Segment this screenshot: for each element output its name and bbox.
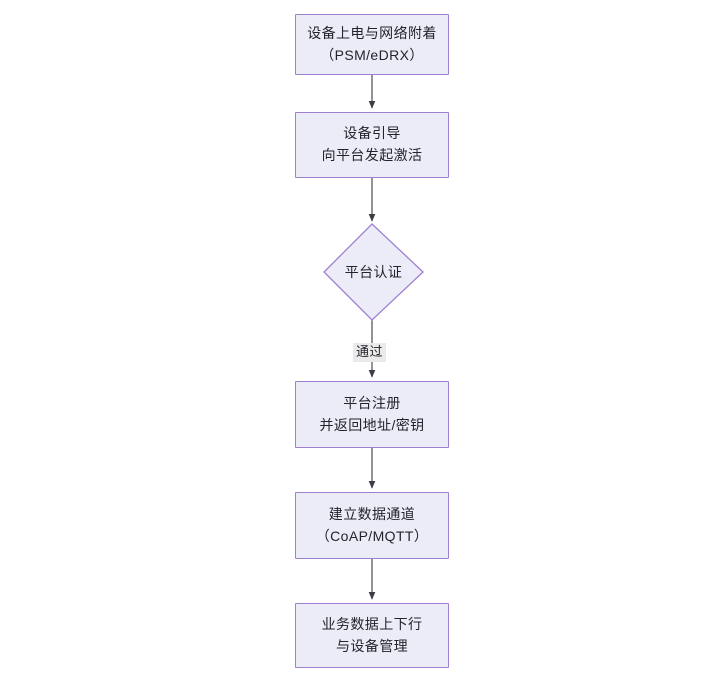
process-node-bootstrap-line-2: 向平台发起激活 — [321, 147, 423, 163]
decision-node-auth-shape[interactable] — [323, 223, 424, 321]
process-node-power-on-line-1: 设备上电与网络附着 — [307, 24, 437, 41]
process-node-data-exchange-line-2: 与设备管理 — [336, 637, 408, 654]
process-node-data-exchange[interactable]: 业务数据上下行 与设备管理 — [295, 603, 449, 668]
process-node-power-on[interactable]: 设备上电与网络附着 （PSM/eDRX） — [295, 14, 449, 75]
process-node-register-line-2: 并返回地址/密钥 — [319, 416, 425, 433]
process-node-channel-line-1: 建立数据通道 — [328, 505, 416, 522]
process-node-data-exchange-line-1: 业务数据上下行 — [321, 615, 423, 632]
process-node-power-on-line-2: （PSM/eDRX） — [320, 46, 424, 63]
process-node-register[interactable]: 平台注册 并返回地址/密钥 — [295, 381, 449, 448]
process-node-channel-line-2: （CoAP/MQTT） — [315, 527, 429, 544]
process-node-channel[interactable]: 建立数据通道 （CoAP/MQTT） — [295, 492, 449, 559]
process-node-bootstrap[interactable]: 设备引导 向平台发起激活 — [295, 112, 449, 178]
process-node-register-line-1: 平台注册 — [343, 394, 401, 411]
process-node-bootstrap-line-1: 设备引导 — [343, 125, 401, 142]
edge-label-auth-pass: 通过 — [353, 343, 387, 362]
